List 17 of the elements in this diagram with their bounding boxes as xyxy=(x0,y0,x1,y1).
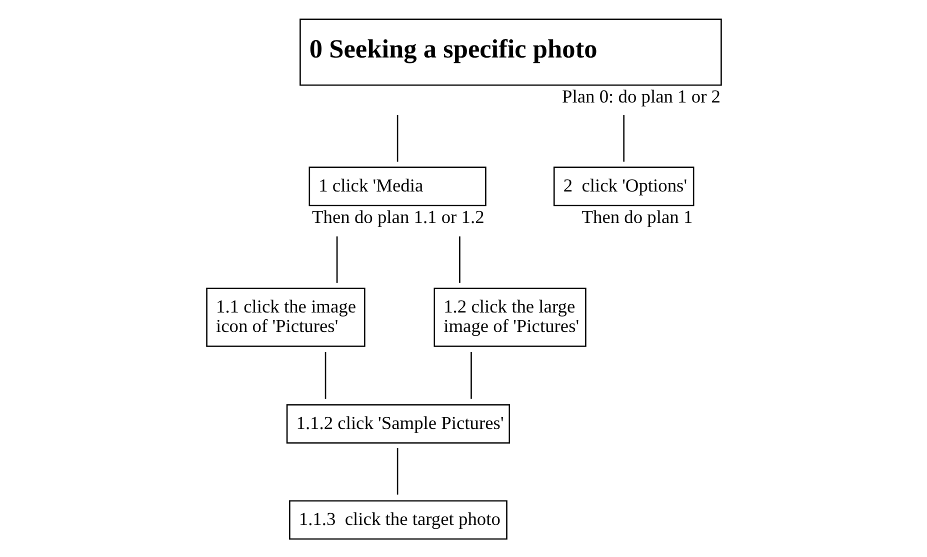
connector xyxy=(470,352,472,399)
node-box: 2 click 'Options' xyxy=(552,166,694,206)
node-label: Then do plan 1.1 or 1.2 xyxy=(312,206,484,227)
node-label: Then do plan 1 xyxy=(581,206,692,227)
node-box: 0 Seeking a specific photo xyxy=(299,18,722,86)
node-box: 1.1.2 click 'Sample Pictures' xyxy=(286,404,510,444)
connector xyxy=(324,352,326,399)
connector xyxy=(396,448,398,495)
node-box: 1 click 'Media xyxy=(308,166,486,206)
node-box: 1.2 click the large image of 'Pictures' xyxy=(433,288,586,347)
connector xyxy=(622,115,624,162)
node-box: 1.1 click the image icon of 'Pictures' xyxy=(206,288,365,347)
connector xyxy=(396,115,398,162)
connector xyxy=(336,236,338,283)
node-box: 1.1.3 click the target photo xyxy=(288,500,507,540)
connector xyxy=(458,236,460,283)
node-label: Plan 0: do plan 1 or 2 xyxy=(562,86,720,106)
